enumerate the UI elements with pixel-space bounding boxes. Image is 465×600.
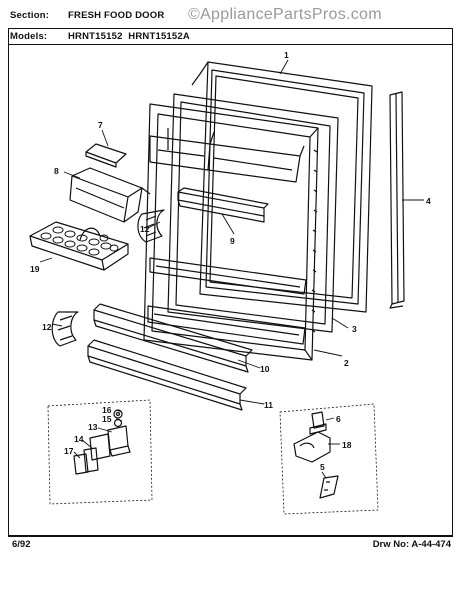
header-divider: [8, 28, 453, 29]
callout-19: 19: [30, 264, 40, 274]
drawing-number: Drw No: A-44-474: [372, 539, 451, 550]
egg-tray: [29, 221, 129, 271]
callout-4: 4: [426, 196, 431, 206]
callout-1: 1: [284, 50, 289, 60]
callout-18: 18: [342, 440, 352, 450]
footer-divider: [8, 536, 453, 537]
callout-11: 11: [264, 400, 273, 410]
watermark: ©AppliancePartsPros.com: [188, 6, 382, 23]
callout-8: 8: [54, 166, 59, 176]
callout-3: 3: [352, 324, 357, 334]
callout-6: 6: [336, 414, 341, 424]
callout-10: 10: [260, 364, 270, 374]
hinge-assembly-right: [279, 403, 379, 515]
door-bar-lower: [87, 339, 247, 411]
callout-labels: 1 2 3 4 5 6 7 8 9 10 11 12 12 13 14 15 1…: [30, 50, 431, 472]
footer-date: 6/92: [12, 539, 31, 550]
door-shelf-bar: [177, 187, 269, 223]
callout-13: 13: [88, 422, 98, 432]
callout-2: 2: [344, 358, 349, 368]
section-value: FRESH FOOD DOOR: [68, 10, 165, 21]
door-trim: [389, 91, 405, 309]
shelf-end-cap-lower: [51, 311, 79, 347]
door-gasket: [191, 61, 373, 313]
callout-15: 15: [102, 414, 112, 424]
dairy-door-cover: [85, 143, 127, 168]
models-value: HRNT15152 HRNT15152A: [68, 31, 190, 42]
shelf-end-cap-upper: [137, 209, 165, 243]
hinge-assembly-left: [47, 399, 153, 505]
callout-12-lower: 12: [42, 322, 52, 332]
callout-14: 14: [74, 434, 84, 444]
door-bar-upper: [93, 303, 253, 373]
inner-gasket: [167, 93, 339, 333]
section-line: Section: FRESH FOOD DOOR: [10, 10, 164, 21]
callout-5: 5: [320, 462, 325, 472]
callout-12-upper: 12: [140, 224, 150, 234]
door-liner: [143, 103, 319, 361]
callout-17: 17: [64, 446, 74, 456]
dairy-bin: [69, 167, 151, 223]
models-divider: [8, 44, 453, 45]
callout-leaders: [39, 59, 424, 479]
models-label: Models:: [10, 31, 48, 42]
models-line: Models: HRNT15152 HRNT15152A: [10, 31, 190, 42]
section-label: Section:: [10, 10, 50, 21]
callout-7: 7: [98, 120, 103, 130]
callout-9: 9: [230, 236, 235, 246]
callout-16: 16: [102, 405, 112, 415]
